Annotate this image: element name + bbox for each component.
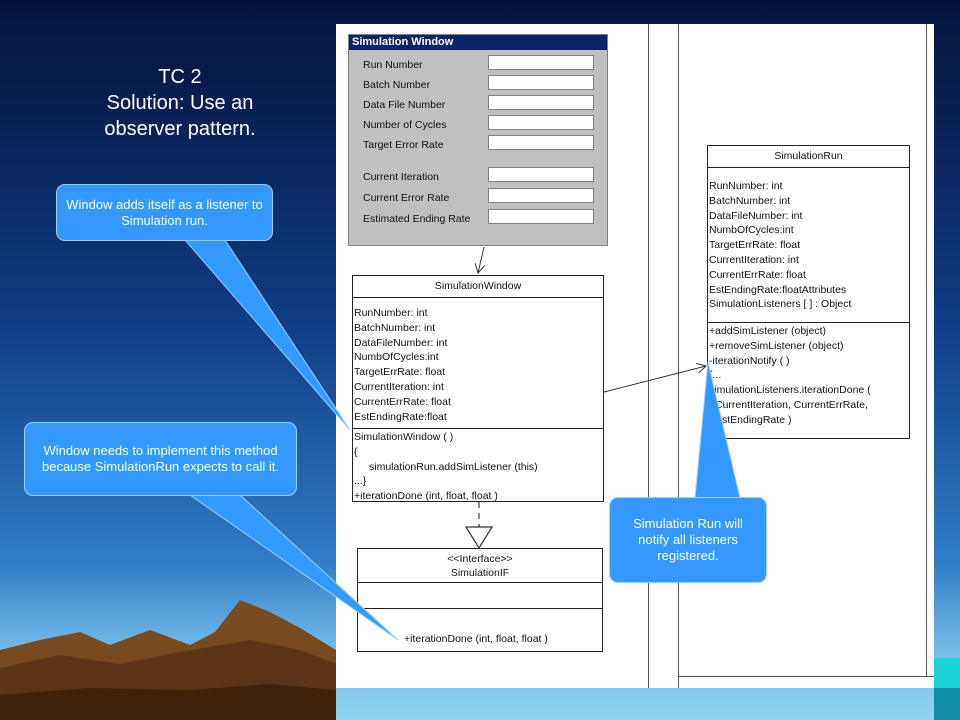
number-of-cycles-input[interactable] <box>488 115 594 130</box>
method: +iterationDone (int, float, float ) <box>354 490 498 503</box>
stereotype: <<Interface>> <box>447 553 513 565</box>
title-line-2: Solution: Use an <box>106 92 254 114</box>
panel-divider-right <box>678 24 679 688</box>
interface-name: SimulationIF <box>450 567 510 579</box>
panel-frame-right <box>926 24 927 676</box>
attribute: CurrentErrRate: float <box>354 395 451 408</box>
attribute: TargetErrRate: float <box>354 366 446 379</box>
field-label: Data File Number <box>363 99 446 111</box>
callout-tail-notify <box>694 361 741 499</box>
panel-frame-bottom <box>678 676 934 677</box>
method: EstEndingRate ) <box>715 413 792 426</box>
callout-implement-method: Window needs to implement this method be… <box>24 422 297 496</box>
form-to-class-arrow <box>478 246 484 273</box>
method: simulationListeners.iterationDone ( <box>709 384 871 397</box>
method: -iterationNotify ( ) <box>709 354 790 367</box>
run-number-input[interactable] <box>488 55 594 70</box>
panel-divider-left <box>648 24 649 688</box>
field-label: Target Error Rate <box>363 139 444 151</box>
class-name: SimulationWindow <box>353 276 603 298</box>
current-error-rate-input[interactable] <box>488 188 594 203</box>
attribute: DataFileNumber: int <box>709 209 803 222</box>
simulation-window-form: Simulation Window Run Number Batch Numbe… <box>348 34 608 246</box>
attribute: DataFileNumber: int <box>354 336 448 349</box>
field-label: Current Error Rate <box>363 192 450 204</box>
interface-header: <<Interface>> SimulationIF <box>358 549 602 583</box>
method: SimulationWindow ( ) <box>354 431 454 443</box>
slide-title: TC 2 Solution: Use an observer pattern. <box>60 64 300 142</box>
attribute: BatchNumber: int <box>709 194 791 207</box>
attribute: CurrentIteration: int <box>709 253 799 266</box>
methods-compartment: +addSimListener (object) +removeSimListe… <box>708 323 909 428</box>
association-arrow <box>603 366 706 393</box>
simulation-if-interface: <<Interface>> SimulationIF +iterationDon… <box>357 548 603 652</box>
batch-number-input[interactable] <box>488 75 594 90</box>
attribute: RunNumber: int <box>709 180 783 192</box>
field-label: Batch Number <box>363 79 431 91</box>
field-label: Estimated Ending Rate <box>363 213 471 225</box>
methods-compartment: +iterationDone (int, float, float ) <box>358 609 602 647</box>
method: { <box>354 445 358 458</box>
data-file-number-input[interactable] <box>488 95 594 110</box>
title-line-1: TC 2 <box>158 66 202 88</box>
method: CurrentIteration, CurrentErrRate, <box>715 398 868 411</box>
attributes-compartment: RunNumber: int BatchNumber: int DataFile… <box>353 298 603 429</box>
attributes-compartment <box>358 583 602 609</box>
target-error-rate-input[interactable] <box>488 135 594 150</box>
attribute: CurrentErrRate: float <box>709 268 806 281</box>
attribute: EstEndingRate:floatAttributes <box>709 283 847 296</box>
attribute: EstEndingRate:float <box>354 410 447 423</box>
method: +removeSimListener (object) <box>709 339 844 352</box>
simulation-run-class: SimulationRun RunNumber: int BatchNumber… <box>707 145 910 439</box>
method: +addSimListener (object) <box>709 325 827 337</box>
attribute: SimulationListeners [ ] : Object <box>709 298 852 311</box>
simulation-window-class: SimulationWindow RunNumber: int BatchNum… <box>352 275 604 502</box>
attribute: NumbOfCycles:int <box>709 224 794 237</box>
realization-arrowhead <box>464 526 494 550</box>
attribute: BatchNumber: int <box>354 321 436 334</box>
method: simulationRun.addSimListener (this) <box>369 460 538 473</box>
estimated-ending-rate-input[interactable] <box>488 209 594 224</box>
class-name: SimulationRun <box>708 146 909 168</box>
current-iteration-input[interactable] <box>488 167 594 182</box>
callout-add-listener: Window adds itself as a listener to Simu… <box>56 184 273 241</box>
form-title-bar: Simulation Window <box>349 35 607 50</box>
attribute: RunNumber: int <box>354 307 428 319</box>
title-line-3: observer pattern. <box>104 118 256 140</box>
field-label: Number of Cycles <box>363 119 447 131</box>
callout-tail-implement <box>188 494 399 641</box>
attributes-compartment: RunNumber: int BatchNumber: int DataFile… <box>708 168 909 323</box>
callout-tail-add-listener <box>183 239 351 431</box>
callout-notify: Simulation Run will notify all listeners… <box>609 497 767 583</box>
method: ...} <box>354 475 367 488</box>
field-label: Run Number <box>363 59 423 71</box>
method: +iterationDone (int, float, float ) <box>404 633 548 645</box>
methods-compartment: SimulationWindow ( ) { simulationRun.add… <box>353 429 603 504</box>
attribute: TargetErrRate: float <box>709 239 801 252</box>
attribute: NumbOfCycles:int <box>354 351 439 364</box>
attribute: CurrentIteration: int <box>354 380 444 393</box>
field-label: Current Iteration <box>363 171 439 183</box>
